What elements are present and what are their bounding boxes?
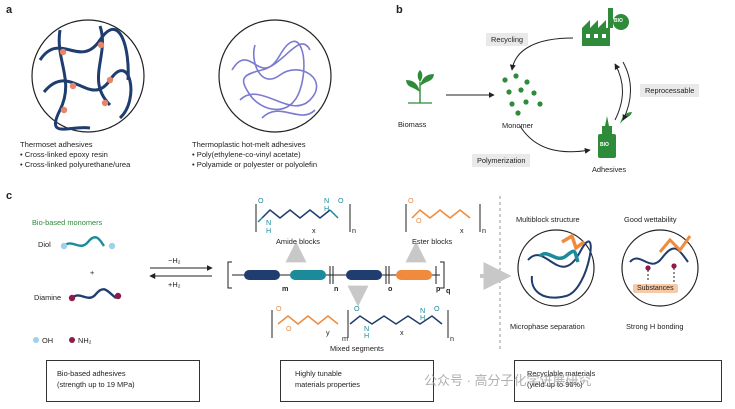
mixed-o-top: O xyxy=(276,304,282,313)
wettability-label: Good wettability xyxy=(624,215,677,224)
amide-x-sub: x xyxy=(312,226,316,235)
chain-p-sub: p xyxy=(436,284,441,293)
nh2-legend-dot xyxy=(69,337,75,343)
monomer-label: Monomer xyxy=(502,121,534,130)
mixed-o-amide: O xyxy=(354,304,360,313)
mixed-n-sub: n xyxy=(450,334,454,343)
chain-n-sub: n xyxy=(334,284,339,293)
ester-blocks-label: Ester blocks xyxy=(412,237,453,246)
box2-line2: materials properties xyxy=(295,380,360,389)
thermoset-item-1: • Cross-linked epoxy resin xyxy=(20,150,108,159)
chain-m-sub: m xyxy=(282,284,289,293)
recyclable-materials-box: Recyclable materials (yield up to 96%) xyxy=(514,360,722,402)
amide-o-left: O xyxy=(258,196,264,205)
reprocessable-label: Reprocessable xyxy=(640,84,700,97)
mixed-segments-label: Mixed segments xyxy=(330,344,384,353)
mixed-segment-structure xyxy=(271,310,449,338)
amide-n-right: N xyxy=(324,196,330,205)
diol-molecule xyxy=(60,236,116,250)
wettability-circle xyxy=(621,229,699,307)
box1-line1: Bio-based adhesives xyxy=(57,369,126,378)
biomass-plant-icon xyxy=(406,70,434,104)
bottle-bio-tag: BIO xyxy=(600,142,609,148)
mixed-h-left: H xyxy=(364,331,370,340)
ester-x-sub: x xyxy=(460,226,464,235)
amide-blocks-label: Amide blocks xyxy=(276,237,320,246)
mixed-x-sub: x xyxy=(400,328,404,337)
panel-c-letter: c xyxy=(6,190,13,202)
diamine-molecule xyxy=(68,288,122,302)
thermoplastic-title: Thermoplastic hot-melt adhesives xyxy=(192,140,306,149)
hbonding-label: Strong H bonding xyxy=(626,322,684,331)
thermoset-item-2: • Cross-linked polyurethane/urea xyxy=(20,160,131,169)
multiblock-label: Multiblock structure xyxy=(516,215,580,224)
chain-o-sub: o xyxy=(388,284,393,293)
mixed-o-right: O xyxy=(434,304,440,313)
recycling-label: Recycling xyxy=(486,33,529,46)
watermark-text: 公众号 · 高分子化学进展研究 xyxy=(424,373,592,388)
mixed-n-left: N xyxy=(364,324,370,333)
tunable-properties-box: Highly tunable materials properties xyxy=(280,360,434,402)
factory-bio-tag: BIO xyxy=(614,18,623,24)
amide-n-sub: n xyxy=(352,226,356,235)
thermoplastic-item-2: • Polyamide or polyester or polyolefin xyxy=(192,160,318,169)
chain-q-sub: q xyxy=(446,286,451,295)
diol-label: Diol xyxy=(38,240,51,249)
multiblock-chain xyxy=(227,261,445,289)
ester-block-structure xyxy=(405,204,481,232)
polymerization-label: Polymerization xyxy=(472,154,531,167)
nh2-legend-label: NH₂ xyxy=(78,336,92,345)
amide-h-left: H xyxy=(266,226,272,235)
thermoplastic-item-1: • Poly(ethylene-co-vinyl acetate) xyxy=(192,150,301,159)
oh-legend-label: OH xyxy=(42,336,54,345)
ester-o-chain: O xyxy=(416,216,422,225)
box1-line2: (strength up to 19 MPa) xyxy=(57,380,135,389)
box3-line2: (yield up to 96%) xyxy=(527,380,583,389)
microphase-label: Microphase separation xyxy=(510,322,585,331)
diamine-label: Diamine xyxy=(34,293,62,302)
plus-h2-label: +H₂ xyxy=(168,280,181,289)
minus-h2-label: −H₂ xyxy=(168,256,181,265)
thermoplastic-caption: Thermoplastic hot-melt adhesives • Poly(… xyxy=(192,140,317,170)
panel-a-letter: a xyxy=(6,4,13,16)
amide-n-left: N xyxy=(266,218,272,227)
panel-b-letter: b xyxy=(396,4,403,16)
adhesives-label: Adhesives xyxy=(592,165,627,174)
mixed-m-sub: m xyxy=(342,334,348,343)
plus-sign: + xyxy=(90,268,95,277)
ester-n-sub: n xyxy=(482,226,486,235)
monomers-title: Bio-based monomers xyxy=(32,218,103,227)
box2-line1: Highly tunable xyxy=(295,369,342,378)
bio-based-adhesives-box: Bio-based adhesives (strength up to 19 M… xyxy=(46,360,200,402)
thermoset-title: Thermoset adhesives xyxy=(20,140,93,149)
factory-icon xyxy=(582,8,629,46)
thermoset-caption: Thermoset adhesives • Cross-linked epoxy… xyxy=(20,140,130,170)
microphase-circle xyxy=(517,229,595,307)
substances-label: Substances xyxy=(633,284,678,293)
ester-o-top: O xyxy=(408,196,414,205)
mixed-h-right: H xyxy=(420,313,426,322)
thermoset-network-diagram xyxy=(31,19,145,133)
mixed-y-sub: y xyxy=(326,328,330,337)
monomer-dots xyxy=(502,73,543,116)
oh-legend-dot xyxy=(33,337,39,343)
amide-o-right: O xyxy=(338,196,344,205)
thermoplastic-chains-diagram xyxy=(218,19,332,133)
mixed-n-right: N xyxy=(420,306,426,315)
amide-block-structure xyxy=(255,204,351,232)
mixed-o-chain: O xyxy=(286,324,292,333)
box3-line1: Recyclable materials xyxy=(527,369,596,378)
biomass-label: Biomass xyxy=(398,120,427,129)
amide-h-right: H xyxy=(324,204,330,213)
